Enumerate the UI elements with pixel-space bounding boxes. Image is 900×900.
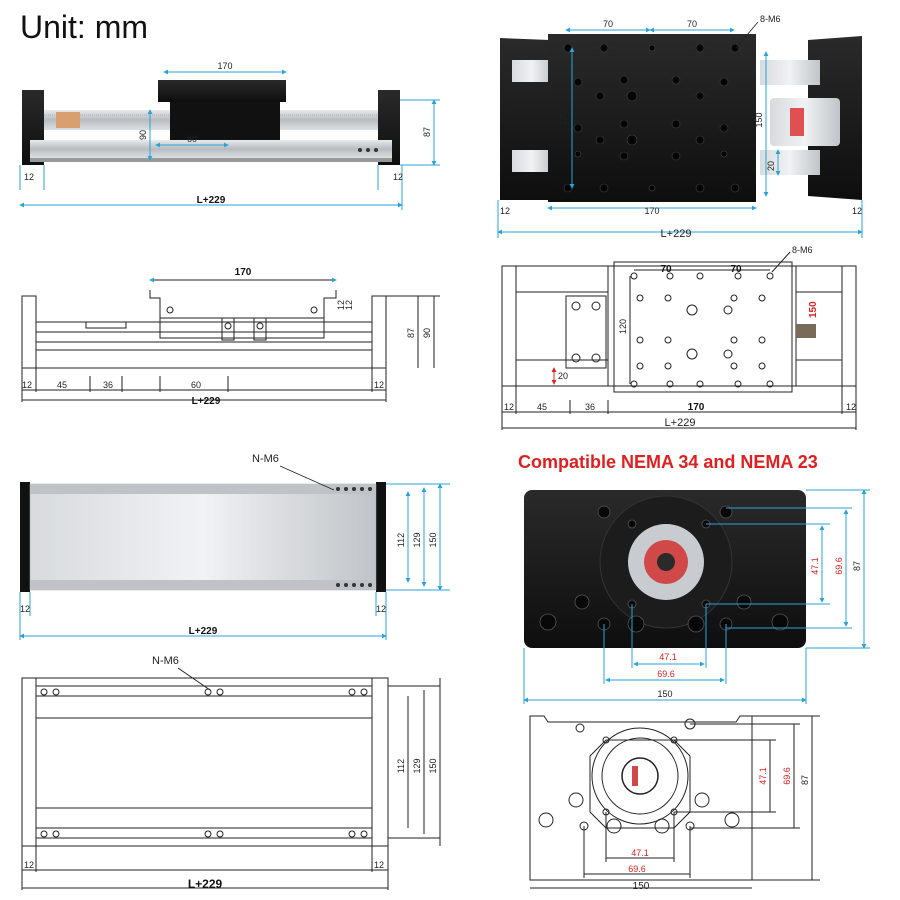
dim-end-left: 12 xyxy=(504,402,514,412)
dim-inner: 60 xyxy=(187,134,197,144)
dim-v-large: 69.6 xyxy=(782,767,792,785)
dim-v-small: 47.1 xyxy=(810,557,820,575)
coupler xyxy=(770,98,840,146)
dim-step-b: 12 xyxy=(344,300,354,310)
dim-end-right: 12 xyxy=(846,402,856,412)
dim-height-b: 90 xyxy=(422,328,432,338)
dim-seg-b: 36 xyxy=(103,380,113,390)
dim-width: 150 xyxy=(754,112,764,127)
dim-h-a: 112 xyxy=(396,533,406,547)
dim-end-left: 12 xyxy=(22,380,32,390)
dim-pitch-b: 70 xyxy=(687,19,697,29)
dim-step-a: 12 xyxy=(336,300,346,310)
dim-height-a: 87 xyxy=(406,328,416,338)
unit-label: Unit: mm xyxy=(20,9,148,45)
base-plate xyxy=(29,483,377,591)
label-holes: N-M6 xyxy=(252,453,279,465)
dim-end-left: 12 xyxy=(24,860,34,870)
dim-end-right: 12 xyxy=(376,604,386,614)
dim-length: L+229 xyxy=(188,877,223,891)
dim-pitch-b: 70 xyxy=(730,264,742,275)
dim-length: L+229 xyxy=(661,228,692,240)
dim-length: L+229 xyxy=(197,195,226,206)
carriage-body xyxy=(170,102,280,140)
dim-top-width: 170 xyxy=(235,267,252,278)
dim-h-c: 150 xyxy=(428,532,438,547)
photo-bottom-view: N-M6 112 129 150 12 12 L+229 xyxy=(19,453,450,640)
dim-end-left: 12 xyxy=(24,172,34,182)
base-rail xyxy=(30,140,392,158)
dim-h-small: 47.1 xyxy=(631,848,649,858)
dim-height: 87 xyxy=(422,127,432,137)
dim-h-a: 112 xyxy=(396,759,406,773)
dim-length: L+229 xyxy=(192,396,221,407)
drawing-bottom-view: N-M6 112 129 150 12 12 L+229 xyxy=(21,655,441,891)
dim-end-right: 12 xyxy=(374,860,384,870)
dim-width: 150 xyxy=(633,881,650,892)
dim-length: L+229 xyxy=(665,417,696,429)
dim-end-right: 12 xyxy=(374,380,384,390)
photo-top-view: 70 70 8-M6 120 150 20 12 170 12 L+229 xyxy=(497,14,863,240)
dim-width: 150 xyxy=(657,689,672,699)
dim-width: 150 xyxy=(808,301,819,318)
dim-h-b: 129 xyxy=(412,532,422,547)
photo-plate-view: 47.1 69.6 87 47.1 69.6 150 xyxy=(523,489,870,704)
dim-carriage-width: 170 xyxy=(688,402,705,413)
dim-carriage-height: 120 xyxy=(558,110,568,125)
dim-seg-a: 45 xyxy=(57,380,67,390)
label-holes: 8-M6 xyxy=(792,245,813,255)
dim-pitch-a: 70 xyxy=(603,19,613,29)
dim-h-small: 47.1 xyxy=(659,652,677,662)
dim-carriage-width: 170 xyxy=(644,206,659,216)
dim-h-large: 69.6 xyxy=(628,864,646,874)
dim-height: 87 xyxy=(800,775,810,785)
dim-h-b: 129 xyxy=(412,758,422,773)
dim-h-large: 69.6 xyxy=(657,669,675,679)
dim-end-left: 12 xyxy=(500,206,510,216)
dim-end-right: 12 xyxy=(393,172,403,182)
coupler xyxy=(56,112,80,128)
photo-side-view: 170 60 90 87 12 12 L+229 xyxy=(19,61,440,210)
dim-h-c: 150 xyxy=(428,758,438,773)
dim-top-width: 170 xyxy=(217,61,232,71)
drawing-top-view: 70 70 8-M6 120 150 20 12 45 36 170 12 L+… xyxy=(501,245,857,430)
dim-v-small: 47.1 xyxy=(758,767,768,785)
drawing-side-view: 170 12 12 87 90 12 45 36 60 12 L+229 xyxy=(21,267,440,407)
dim-offset: 20 xyxy=(766,161,776,171)
coupler-insert xyxy=(790,108,804,136)
dim-length: L+229 xyxy=(189,626,218,637)
dim-end-left: 12 xyxy=(20,604,30,614)
carriage-plate xyxy=(548,34,756,202)
dim-carriage-height: 120 xyxy=(618,319,628,334)
dim-height-small: 90 xyxy=(138,130,148,140)
dim-end-right: 12 xyxy=(852,206,862,216)
dim-seg-a: 45 xyxy=(537,402,547,412)
drawing-plate-view: 47.1 69.6 87 47.1 69.6 150 xyxy=(529,715,820,892)
dim-pitch-a: 70 xyxy=(660,264,672,275)
dim-offset: 20 xyxy=(558,371,568,381)
carriage-top xyxy=(158,80,286,102)
dim-seg-b: 36 xyxy=(585,402,595,412)
label-holes: 8-M6 xyxy=(760,14,781,24)
dim-v-large: 69.6 xyxy=(834,557,844,575)
dim-inner: 60 xyxy=(191,380,201,390)
compat-label: Compatible NEMA 34 and NEMA 23 xyxy=(518,452,818,472)
rail-upper xyxy=(760,60,820,85)
label-holes: N-M6 xyxy=(152,655,179,667)
dim-height: 87 xyxy=(852,561,862,571)
rail-lower xyxy=(760,150,820,175)
